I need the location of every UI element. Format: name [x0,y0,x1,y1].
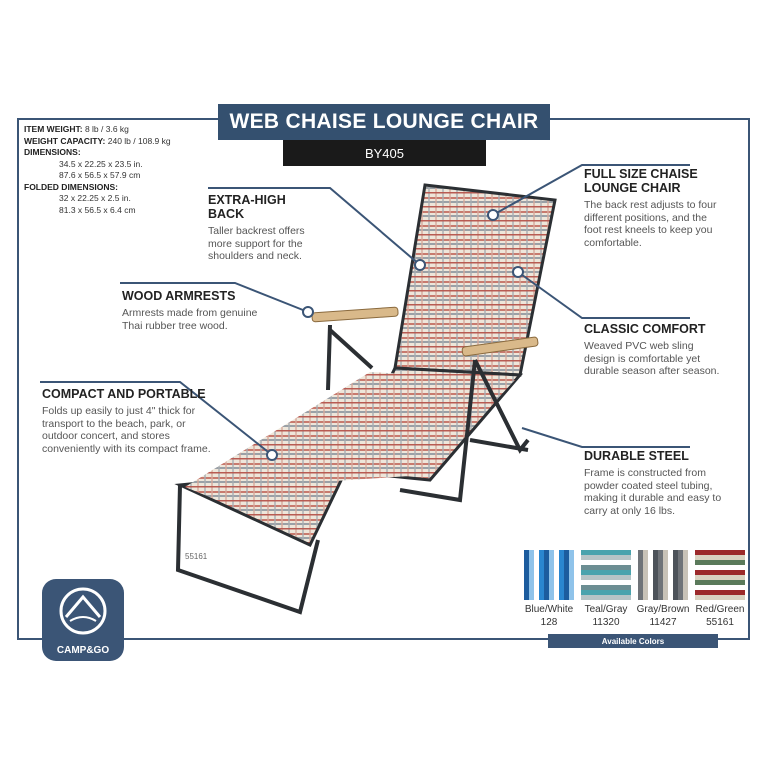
spec-dimensions-in: 34.5 x 22.25 x 23.5 in. [59,158,143,169]
feature-compact: COMPACT AND PORTABLE Folds up easily to … [42,387,217,455]
feature-text: Armrests made from genuine Thai rubber t… [122,307,258,332]
brand-name: CAMP&GO [56,645,110,656]
feature-title: DURABLE STEEL [584,449,689,463]
available-colors-label: Available Colors [548,634,718,648]
feature-text: Weaved PVC web sling design is comfortab… [584,340,720,377]
feature-title: CLASSIC COMFORT [584,322,706,336]
color-name: Teal/Gray [584,604,628,615]
feature-title: EXTRA-HIGH BACK [208,193,286,221]
feature-title: WOOD ARMRESTS [122,289,236,303]
mountain-icon [59,587,107,635]
right-armrest [461,336,539,357]
color-swatch-label: Gray/Brown 11427 [628,603,698,629]
feature-extra-high-back: EXTRA-HIGH BACK Taller backrest offers m… [208,193,323,263]
feature-title: COMPACT AND PORTABLE [42,387,206,401]
color-name: Blue/White [524,604,574,615]
model-number: BY405 [283,140,486,166]
color-code: 11320 [592,617,620,628]
feature-text: Folds up easily to just 4" thick for tra… [42,405,211,455]
color-code: 128 [540,617,558,628]
color-name: Red/Green [695,604,745,615]
feature-text: Taller backrest offers more support for … [208,225,305,262]
color-swatch [695,550,745,600]
color-swatch [638,550,688,600]
color-swatch-label: Teal/Gray 11320 [571,603,641,629]
feature-wood-armrests: WOOD ARMRESTS Armrests made from genuine… [122,289,272,332]
feature-durable-steel: DURABLE STEEL Frame is constructed from … [584,449,724,517]
spec-capacity-label: WEIGHT CAPACITY: [24,135,106,146]
color-swatch-label: Red/Green 55161 [685,603,755,629]
spec-weight-label: ITEM WEIGHT: [24,124,83,134]
color-code: 11427 [649,617,677,628]
page-title: WEB CHAISE LOUNGE CHAIR [218,104,550,140]
feature-classic-comfort: CLASSIC COMFORT Weaved PVC web sling des… [584,322,724,378]
product-code: 55161 [185,552,208,561]
color-swatch [581,550,631,600]
color-name: Gray/Brown [636,604,690,615]
spec-folded-cm: 81.3 x 56.5 x 6.4 cm [59,204,136,215]
spec-dimensions-label: DIMENSIONS: [24,147,81,157]
left-armrest [311,306,399,323]
spec-dimensions-cm: 87.6 x 56.5 x 57.9 cm [59,170,141,180]
color-swatch-label: Blue/White 128 [514,603,584,629]
spec-folded-in: 32 x 22.25 x 2.5 in. [59,193,131,203]
feature-text: Frame is constructed from powder coated … [584,467,722,517]
brand-logo [42,579,124,661]
color-code: 55161 [706,617,734,628]
feature-title: FULL SIZE CHAISE LOUNGE CHAIR [584,167,698,195]
color-swatch [524,550,574,600]
feature-full-size: FULL SIZE CHAISE LOUNGE CHAIR The back r… [584,167,724,249]
spec-weight-value: 8 lb / 3.6 kg [84,124,129,134]
spec-capacity-value: 240 lb / 108.9 kg [107,135,171,146]
feature-text: The back rest adjusts to four different … [584,199,717,249]
specs-block: ITEM WEIGHT: 8 lb / 3.6 kg WEIGHT CAPACI… [24,124,171,216]
spec-folded-label: FOLDED DIMENSIONS: [24,181,118,192]
